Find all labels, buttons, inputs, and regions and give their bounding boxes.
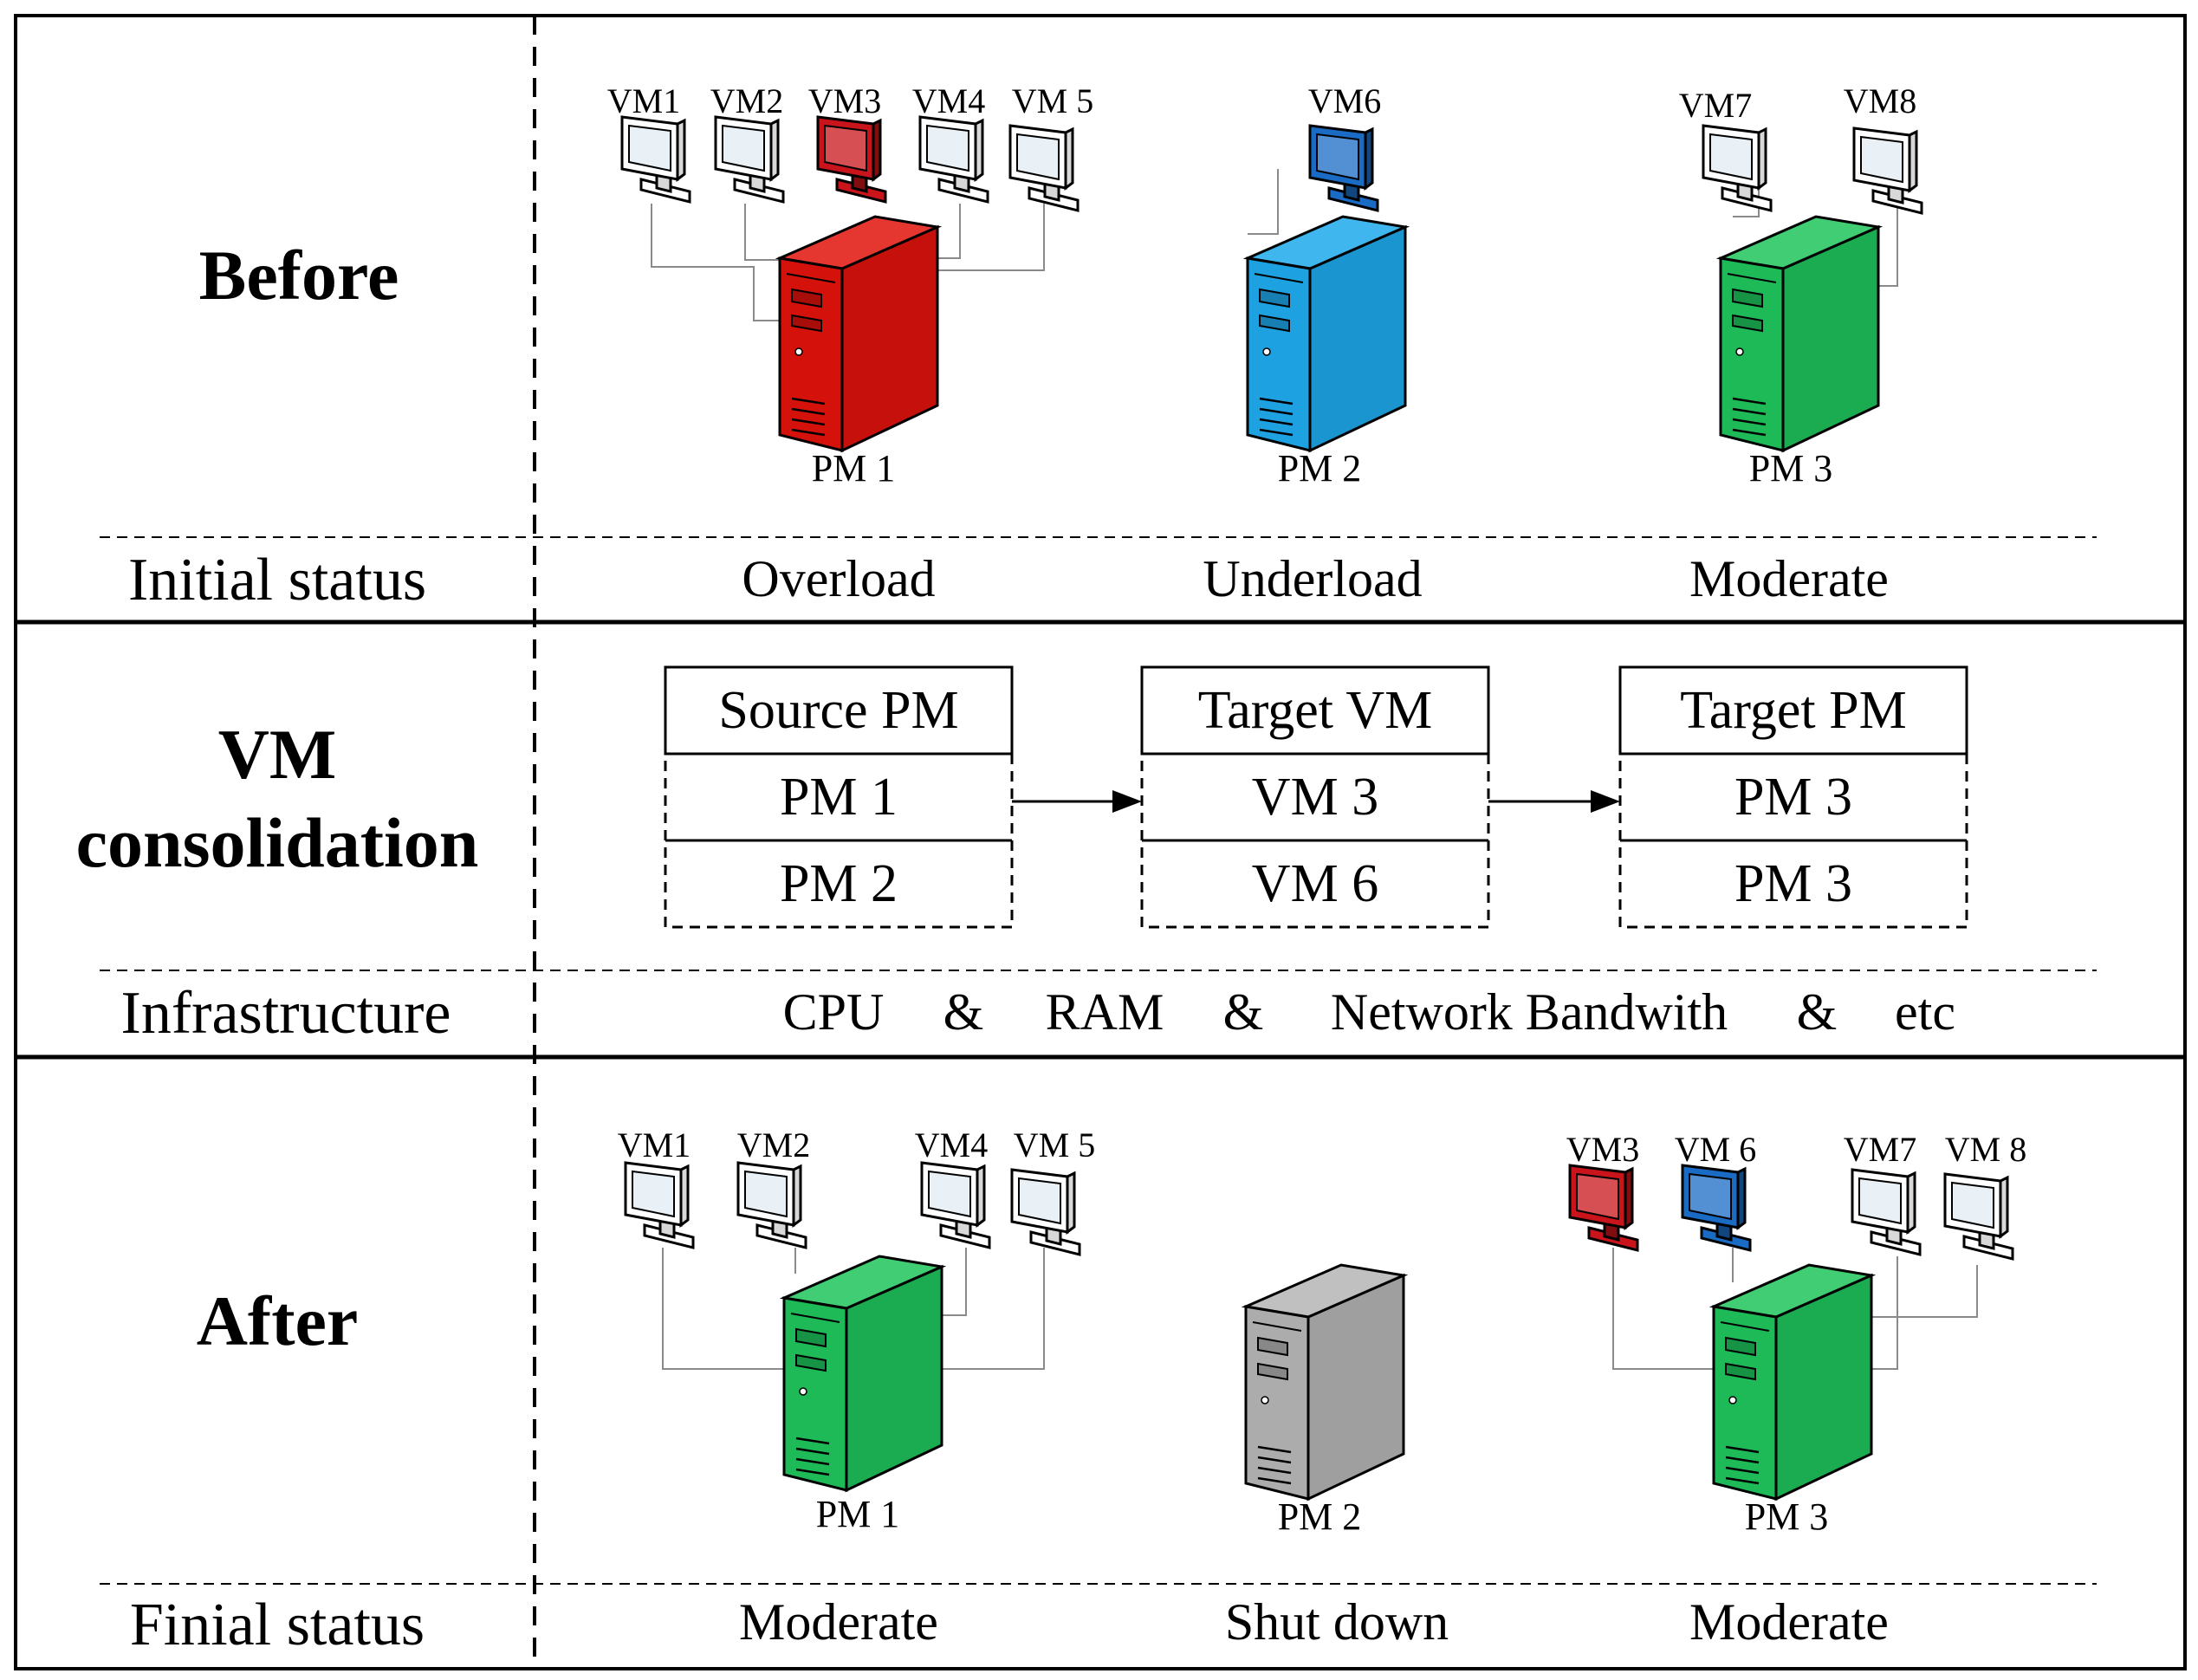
target-pm-table: Target PM PM 3 PM 3	[1618, 665, 1968, 929]
vm-label: VM1	[607, 81, 680, 120]
vm-label: VM3	[808, 81, 881, 120]
connection-line	[662, 1248, 784, 1370]
vm-monitor-icon	[620, 115, 691, 204]
connection-line	[1871, 1265, 1978, 1318]
vm-label: VM 5	[1014, 1125, 1095, 1164]
initial-status-pm3: Moderate	[1689, 550, 1889, 607]
vm-label: VM2	[737, 1125, 810, 1164]
connection-line	[651, 204, 780, 321]
pm-server-icon	[775, 215, 943, 453]
final-status-pm1: Moderate	[739, 1593, 938, 1651]
vm-label: VM6	[1308, 81, 1381, 120]
row-label-initial-status: Initial status	[128, 547, 426, 613]
table-header: Source PM	[718, 681, 958, 740]
vm-label: VM1	[618, 1125, 691, 1164]
pm-server-icon	[1715, 215, 1884, 453]
vm-label: VM 5	[1012, 81, 1093, 120]
initial-status-pm2: Underload	[1203, 550, 1422, 607]
table-header: Target VM	[1198, 681, 1433, 740]
vm-monitor-icon	[1010, 1168, 1081, 1256]
before-pm-group	[775, 215, 1884, 453]
source-pm-table: Source PM PM 1 PM 2	[664, 665, 1014, 929]
vm-label: VM 8	[1945, 1130, 2026, 1169]
before-vm-group	[620, 115, 1923, 215]
table-cell: VM 6	[1252, 854, 1378, 913]
table-cell: PM 1	[780, 768, 898, 827]
row-label-final-status: Finial status	[130, 1592, 425, 1658]
table-cell: VM 3	[1252, 768, 1378, 827]
connection-line	[1871, 178, 1898, 287]
pm-server-icon	[1241, 1263, 1409, 1502]
table-header: Target PM	[1680, 681, 1906, 740]
vm-monitor-icon	[1702, 124, 1773, 212]
vm-monitor-icon	[1008, 124, 1080, 212]
vm-label: VM8	[1844, 81, 1916, 120]
pm-label: PM 2	[1278, 1495, 1362, 1538]
pm-label: PM 1	[812, 447, 896, 490]
vm-label: VM7	[1679, 86, 1752, 125]
vm-monitor-icon	[1568, 1164, 1639, 1252]
section-title-vm: VM	[218, 715, 337, 794]
final-status-pm2: Shut down	[1225, 1593, 1449, 1651]
vm-label: VM7	[1844, 1130, 1916, 1169]
pm-label: PM 2	[1278, 447, 1362, 490]
pm-server-icon	[1242, 215, 1410, 453]
vm-monitor-icon	[1681, 1164, 1752, 1252]
section-title-consolidation: consolidation	[76, 803, 479, 882]
vm-label: VM4	[915, 1125, 988, 1164]
after-vm-group	[624, 1161, 2014, 1261]
infra-item: Network Bandwith	[1331, 983, 1728, 1041]
vm-monitor-icon	[1851, 1168, 1922, 1256]
infra-item: CPU	[783, 983, 885, 1041]
connection-line	[1248, 169, 1279, 235]
after-pm-group	[779, 1255, 1877, 1502]
outer-border	[14, 14, 2187, 1670]
section-title-after: After	[197, 1281, 359, 1360]
vm-monitor-icon	[920, 1161, 991, 1249]
vm-label: VM3	[1566, 1130, 1639, 1169]
connection-line	[744, 204, 781, 295]
flow-arrow-1	[1012, 790, 1142, 813]
vm-monitor-icon	[816, 115, 887, 204]
target-vm-table: Target VM VM 3 VM 6	[1140, 665, 1490, 929]
pm-label: PM 1	[816, 1493, 900, 1535]
vm-monitor-icon	[624, 1161, 695, 1249]
vm-monitor-icon	[736, 1161, 807, 1249]
vm-label: VM 6	[1675, 1130, 1756, 1169]
connection-line	[1871, 1256, 1898, 1370]
connection-line	[936, 1248, 967, 1316]
vm-monitor-icon	[1852, 126, 1923, 215]
table-cell: PM 3	[1734, 768, 1852, 827]
infra-item: &	[943, 983, 984, 1041]
vm-monitor-icon	[1308, 124, 1379, 212]
initial-status-pm1: Overload	[742, 550, 935, 607]
vm-label: VM2	[710, 81, 783, 120]
table-cell: PM 2	[780, 854, 898, 913]
vm-monitor-icon	[714, 115, 785, 204]
vm-monitor-icon	[1943, 1172, 2014, 1261]
infra-item: RAM	[1046, 983, 1164, 1041]
infra-item: &	[1797, 983, 1838, 1041]
pm-server-icon	[1708, 1263, 1877, 1502]
final-status-pm3: Moderate	[1689, 1593, 1889, 1651]
pm-server-icon	[779, 1255, 947, 1493]
pm-label: PM 3	[1745, 1495, 1829, 1538]
flow-arrow-2	[1488, 790, 1620, 813]
vm-label: VM4	[912, 81, 985, 120]
infra-item: &	[1223, 983, 1264, 1041]
vm-monitor-icon	[918, 115, 989, 204]
connection-line	[1612, 1248, 1720, 1370]
after-connection-lines	[662, 1248, 1978, 1370]
section-title-before: Before	[199, 236, 399, 315]
infra-item: etc	[1895, 983, 1955, 1041]
table-cell: PM 3	[1734, 854, 1852, 913]
connection-line	[936, 1248, 1045, 1370]
pm-label: PM 3	[1749, 447, 1833, 490]
row-label-infrastructure: Infrastructure	[121, 980, 451, 1047]
